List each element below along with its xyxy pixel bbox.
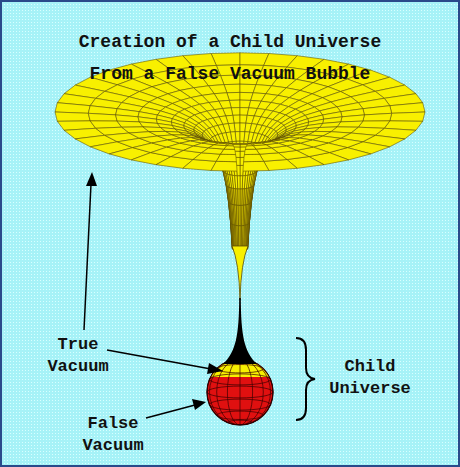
group-label: Child Universe bbox=[320, 356, 420, 400]
surface-cell bbox=[234, 147, 240, 151]
arrowhead bbox=[86, 172, 97, 186]
surface-cell bbox=[233, 145, 240, 148]
brace bbox=[296, 338, 315, 420]
surface-cell bbox=[55, 112, 90, 121]
arrowhead bbox=[207, 363, 223, 374]
black-neck bbox=[223, 298, 257, 364]
arrowhead bbox=[192, 399, 206, 410]
longitude-line bbox=[217, 359, 264, 425]
sphere-grid bbox=[207, 359, 273, 425]
latitude-line bbox=[217, 411, 264, 419]
leader-line bbox=[107, 350, 211, 369]
surface-cell bbox=[237, 165, 240, 176]
latitude-line bbox=[210, 374, 271, 385]
surface-cell bbox=[240, 151, 245, 157]
surface-cell bbox=[341, 115, 365, 122]
surface-cell bbox=[116, 115, 140, 122]
longitude-line bbox=[240, 359, 241, 425]
wormhole-neck bbox=[232, 246, 248, 300]
surface-cell bbox=[238, 189, 240, 206]
surface-cell bbox=[240, 157, 244, 165]
surface-cell bbox=[237, 176, 240, 189]
leader-line bbox=[146, 405, 195, 418]
sphere-outline bbox=[207, 359, 273, 425]
surface-cell bbox=[240, 165, 243, 176]
child-universe-sphere bbox=[200, 355, 280, 425]
surface-cell bbox=[240, 143, 251, 145]
surface-cell bbox=[363, 113, 392, 121]
surface-cell bbox=[390, 112, 425, 121]
latitude-line bbox=[210, 399, 271, 410]
surface-cell bbox=[211, 161, 240, 171]
surface-cell bbox=[390, 103, 425, 114]
surface-cell bbox=[236, 157, 240, 165]
surface-cell bbox=[240, 189, 242, 206]
region-label: True Vacuum bbox=[36, 334, 120, 378]
false-vacuum-region bbox=[207, 359, 273, 425]
latitude-line bbox=[207, 386, 273, 398]
surface-cell bbox=[229, 143, 240, 145]
diagram-title: Creation of a Child Universe From a Fals… bbox=[75, 26, 385, 90]
region-label: False Vacuum bbox=[68, 413, 158, 457]
leader-arrows bbox=[84, 172, 223, 418]
surface-cell bbox=[240, 145, 247, 148]
surface-cell bbox=[240, 147, 246, 151]
latitude-line bbox=[217, 365, 264, 373]
leader-line bbox=[84, 184, 91, 330]
surface-cell bbox=[235, 151, 240, 157]
surface-cell bbox=[88, 113, 117, 121]
surface-cell bbox=[238, 205, 240, 225]
longitude-line bbox=[227, 359, 252, 425]
surface-cell bbox=[55, 103, 90, 114]
surface-cell bbox=[240, 161, 269, 171]
surface-cell bbox=[240, 176, 243, 189]
